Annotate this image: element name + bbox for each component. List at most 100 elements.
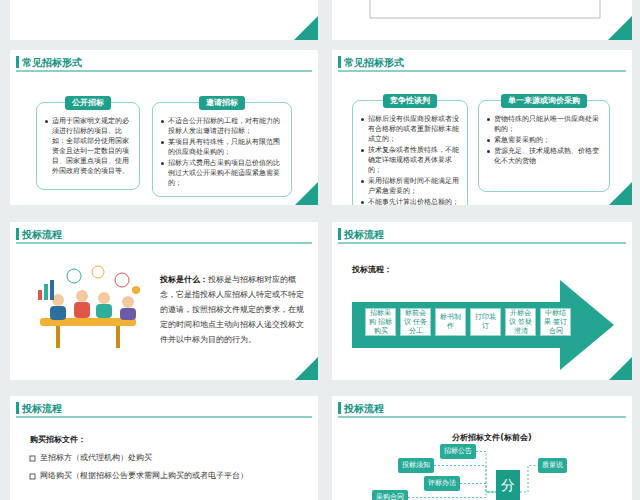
connector: [408, 492, 496, 498]
slide-bg: [10, 0, 318, 40]
bullet-text: 技术复杂或者性质特殊，不能确定详细规格或者具体要求的；: [368, 146, 459, 174]
bullet-text: 适用于国家明文规定的必须进行招标的项目。比如：全部或部分使用国家资金且达到一定数…: [52, 117, 129, 175]
bullet-dot: [45, 120, 48, 123]
card-box: 公开招标适用于国家明文规定的必须进行招标的项目。比如：全部或部分使用国家资金且达…: [36, 102, 140, 190]
step-label: 中标结果 签订合同: [543, 309, 568, 336]
slide-bg: [332, 396, 632, 500]
step-label: 标前会议 任务分工: [403, 309, 428, 336]
card-box: 单一来源或询价采购货物特殊的只能从唯一供应商处采购的；紧急需要采购的；货源充足、…: [478, 100, 610, 192]
header-rules: [16, 71, 626, 417]
slide: 投标流程投标流程： 招标采购 招标购买标前会议 任务分工标书制作打印装订开标会议 …: [332, 222, 632, 380]
definition-body: 投标是与招标相对应的概念，它是指投标人应招标人特定或不特定的邀请，按照招标文件规…: [160, 275, 304, 344]
card-heading: 邀请招标: [199, 96, 245, 110]
slide: 常见招标形式竞争性谈判招标后没有供应商投标或者没有合格标的或者重新招标未能成立的…: [332, 50, 632, 205]
tag-box: 评标办法: [424, 476, 460, 491]
bullet-item: 不能事先计算出价格总额的；: [360, 197, 460, 205]
bullet-text: 不适合公开招标的工程，对有能力的投标人发出邀请进行招标；: [168, 117, 280, 135]
slide-title: 常见招标形式: [22, 56, 82, 70]
bullet-item: 货物特殊的只能从唯一供应商处采购的；: [486, 114, 602, 134]
bullet-item: 采用招标所需时间不能满足用户紧急需要的；: [360, 176, 460, 196]
bullet-item: 技术复杂或者性质特殊，不能确定详细规格或者具体要求的；: [360, 145, 460, 175]
step-label: 招标采购 招标购买: [368, 309, 393, 336]
slide-title: 投标流程: [22, 402, 62, 416]
bullet-text: 采用招标所需时间不能满足用户紧急需要的；: [368, 177, 459, 195]
slide-bg: [10, 50, 318, 205]
big-label: 分: [501, 478, 515, 500]
partial-box: [370, 0, 600, 18]
step-label: 打印装订: [473, 313, 498, 331]
bullet-item: 紧急需要采购的；: [486, 135, 602, 145]
connector: [460, 484, 496, 493]
tag-label: 投标须知: [402, 461, 430, 470]
step-box: 开标会议 答疑澄清: [505, 308, 536, 336]
bullet-dot: [161, 120, 164, 123]
bullet-dot: [361, 180, 364, 183]
tag-box: 招标公告: [440, 444, 476, 459]
tag-box: 质量说: [538, 458, 567, 473]
step-box: 标前会议 任务分工: [400, 308, 431, 336]
slide-bg: [10, 396, 318, 500]
card-box: 竞争性谈判招标后没有供应商投标或者没有合格标的或者重新招标未能成立的；技术复杂或…: [352, 100, 468, 205]
bullet-item: 某项目具有特殊性，只能从有限范围的供应商处采购的；: [160, 137, 284, 157]
bullet-text: 招标后没有供应商投标或者没有合格标的或者重新招标未能成立的；: [368, 115, 459, 143]
tag-box: 采购合同: [372, 490, 408, 500]
header-bars: [16, 56, 341, 414]
bullet-text: 货源充足、技术规格成熟、价格变化不大的货物: [494, 147, 599, 165]
bullet-text: 货物特殊的只能从唯一供应商处采购的；: [494, 115, 599, 133]
step-box: 标书制作: [435, 308, 466, 336]
step-label: 标书制作: [438, 313, 463, 331]
connector: [520, 466, 538, 493]
definition-text: 投标是什么：投标是与招标相对应的概念，它是指投标人应招标人特定或不特定的邀请，按…: [160, 272, 306, 347]
slide: 投标流程分析招标文件(标前会)投标须知招标公告评标办法采购合同分质量说: [332, 396, 632, 500]
slide: 常见招标形式公开招标适用于国家明文规定的必须进行招标的项目。比如：全部或部分使用…: [10, 50, 318, 205]
step-box: 中标结果 签订合同: [540, 308, 571, 336]
slide-bg: [332, 222, 632, 380]
definition-term: 投标是什么：: [160, 275, 208, 284]
bullet-dot: [161, 141, 164, 144]
bullet-item: 招标方式费用占采购项目总价值的比例过大或公开采购不能适应紧急需要的；: [160, 158, 284, 188]
checkbox: [30, 474, 35, 479]
bullet-dot: [161, 162, 164, 165]
corner-triangles: [294, 16, 632, 380]
bullet-text: 某项目具有特殊性，只能从有限范围的供应商处采购的；: [168, 138, 280, 156]
slide-text: 购买招标文件：: [30, 434, 230, 445]
step-box: 招标采购 招标购买: [365, 308, 396, 336]
tag-label: 招标公告: [444, 447, 472, 456]
tag-box: 投标须知: [398, 458, 434, 473]
tag-label: 采购合同: [376, 493, 404, 500]
bullet-item: 适用于国家明文规定的必须进行招标的项目。比如：全部或部分使用国家资金且达到一定数…: [44, 116, 132, 176]
bullet-item: 不适合公开招标的工程，对有能力的投标人发出邀请进行招标；: [160, 116, 284, 136]
bullet-dot: [487, 139, 490, 142]
slide-title: 投标流程: [22, 228, 62, 242]
card-heading: 公开招标: [65, 96, 111, 110]
tag-label: 质量说: [542, 461, 563, 470]
step-box: 打印装订: [470, 308, 501, 336]
meeting-illustration: [38, 266, 140, 348]
card-heading: 竞争性谈判: [383, 94, 437, 108]
checkbox: [30, 456, 35, 461]
bullet-dot: [361, 118, 364, 121]
slide: 投标流程投标是什么：投标是与招标相对应的概念，它是指投标人应招标人特定或不特定的…: [10, 222, 318, 380]
slide-bg: [332, 50, 632, 205]
bullet-item: 货源充足、技术规格成熟、价格变化不大的货物: [486, 146, 602, 166]
slide-text: 网络购买（根据招标公告要求需网上购买的或者电子平台）: [40, 470, 310, 481]
slide: 投标流程购买招标文件： 至招标方（或代理机构）处购买网络购买（根据招标公告要求需网…: [10, 396, 318, 500]
card-box: 邀请招标不适合公开招标的工程，对有能力的投标人发出邀请进行招标；某项目具有特殊性…: [152, 102, 292, 197]
slide-title: 投标流程: [344, 228, 384, 242]
step-label: 开标会议 答疑澄清: [508, 309, 533, 336]
slide-text: 至招标方（或代理机构）处购买: [40, 452, 310, 463]
bullet-dot: [361, 149, 364, 152]
slide-text: 分析招标文件(标前会): [392, 432, 592, 443]
card-heading: 单一来源或询价采购: [501, 94, 587, 108]
slide-title: 常见招标形式: [344, 56, 404, 70]
slide-text: 投标流程：: [352, 264, 472, 275]
bullet-dot: [361, 201, 364, 204]
group-box: 分: [496, 470, 520, 500]
tag-label: 评标办法: [428, 479, 456, 488]
bullet-text: 招标方式费用占采购项目总价值的比例过大或公开采购不能适应紧急需要的；: [168, 159, 280, 187]
bullet-dot: [487, 118, 490, 121]
bullet-item: 招标后没有供应商投标或者没有合格标的或者重新招标未能成立的；: [360, 114, 460, 144]
